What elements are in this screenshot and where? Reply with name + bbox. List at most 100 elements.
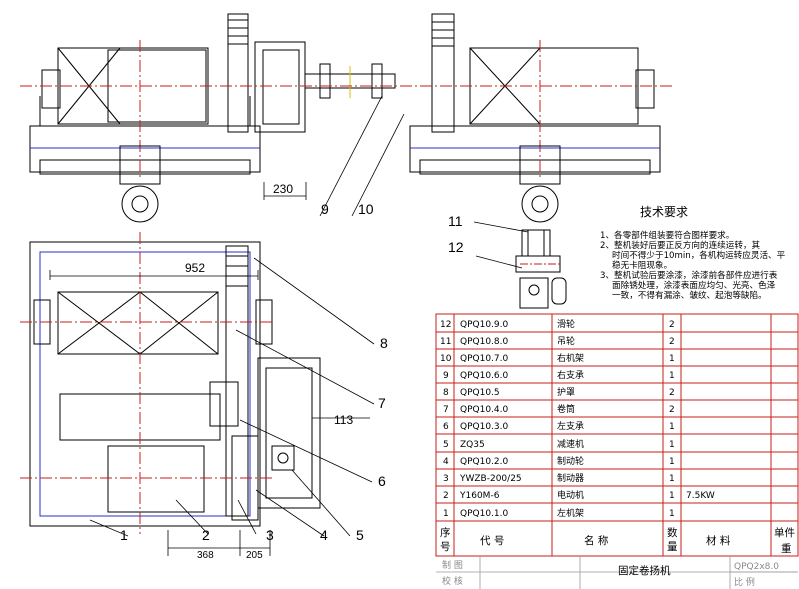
drawing-number: QPQ2x8.0 [734,562,779,572]
drawing-title: 固定卷扬机 [618,564,671,577]
technical-requirements: 技术要求 1、各零部件组装要符合图样要求。 2、整机装好后要正反方向的连续运转，… [600,205,786,301]
dimension-230: 230 [273,182,293,196]
svg-text:6: 6 [443,422,449,432]
svg-text:5: 5 [443,440,449,450]
notes-line-1: 1、各零部件组装要符合图样要求。 [600,229,734,241]
svg-text:卷筒: 卷筒 [557,403,575,415]
svg-text:制动轮: 制动轮 [557,455,584,467]
table-row: 7 QPQ10.4.0 卷筒 2 [443,403,675,415]
svg-text:制动器: 制动器 [557,472,584,484]
svg-text:重: 重 [781,542,792,555]
notes-line-7: 一致，不得有漏涂、皱纹、起泡等缺陷。 [612,289,767,301]
svg-text:7.5KW: 7.5KW [686,491,715,501]
checked-by-label: 校 核 [442,575,463,587]
svg-text:4: 4 [443,457,449,467]
svg-text:序: 序 [440,526,451,539]
svg-text:QPQ10.3.0: QPQ10.3.0 [460,422,508,432]
callout-9: 9 [321,201,329,217]
svg-text:左支承: 左支承 [557,420,584,432]
svg-text:吊轮: 吊轮 [557,335,575,347]
callout-6: 6 [378,473,386,489]
svg-text:QPQ10.8.0: QPQ10.8.0 [460,337,508,347]
svg-text:右机架: 右机架 [557,352,584,364]
svg-text:1: 1 [443,509,449,519]
front-elevation-view [20,13,672,223]
svg-text:7: 7 [443,405,449,415]
table-row: 6 QPQ10.3.0 左支承 1 [443,420,675,432]
svg-text:右支承: 右支承 [557,369,584,381]
notes-line-2: 2、整机装好后要正反方向的连续运转，其 [600,239,761,251]
table-row: 12 QPQ10.9.0 滑轮 2 [440,318,675,330]
callout-12: 12 [448,239,464,255]
svg-text:1: 1 [669,509,675,519]
svg-text:QPQ10.1.0: QPQ10.1.0 [460,509,508,519]
callout-10: 10 [358,201,374,217]
svg-text:2: 2 [669,405,675,415]
callout-4: 4 [320,527,328,543]
svg-text:QPQ10.6.0: QPQ10.6.0 [460,371,508,381]
notes-line-6: 面除锈处理，涂漆表面应均匀、光亮、色泽 [612,279,776,291]
svg-text:1: 1 [669,491,675,501]
svg-text:QPQ10.5: QPQ10.5 [460,388,500,398]
bom-rows: 12 QPQ10.9.0 滑轮 2 11 QPQ10.8.0 吊轮 2 10 Q… [440,318,715,519]
callout-7: 7 [378,395,386,411]
svg-text:11: 11 [440,337,451,347]
callout-11: 11 [448,213,463,229]
notes-title: 技术要求 [640,205,688,219]
svg-text:1: 1 [669,457,675,467]
table-row: 2 Y160M-6 电动机 1 7.5KW [443,489,715,501]
notes-line-4: 稳无卡阻现象。 [612,259,672,271]
bom-header: 序 号 代 号 名 称 数 量 材 料 单件 重 [440,526,795,555]
svg-text:QPQ10.4.0: QPQ10.4.0 [460,405,508,415]
table-row: 1 QPQ10.1.0 左机架 1 [443,507,675,519]
drawn-by-label: 制 图 [442,559,463,571]
svg-text:数: 数 [667,526,678,539]
table-row: 5 ZQ35 减速机 1 [443,438,675,450]
svg-text:量: 量 [667,541,678,553]
svg-text:单件: 单件 [774,527,795,539]
svg-text:2: 2 [669,388,675,398]
svg-text:Y160M-6: Y160M-6 [459,491,500,501]
callout-3: 3 [266,527,274,543]
table-row: 9 QPQ10.6.0 右支承 1 [443,369,675,381]
svg-text:8: 8 [443,388,449,398]
scale-label: 比 例 [734,576,755,588]
svg-text:YWZB-200/25: YWZB-200/25 [459,474,522,484]
svg-text:12: 12 [440,320,451,330]
pulley-detail-view [515,229,567,309]
callout-8: 8 [380,335,388,351]
dimension-368: 368 [197,550,214,561]
dimension-lines [49,182,370,556]
dimension-952: 952 [185,261,205,275]
notes-line-5: 3、整机试验后要涂漆，涂漆前各部件应进行表 [600,269,778,281]
svg-text:QPQ10.7.0: QPQ10.7.0 [460,354,508,364]
svg-text:名 称: 名 称 [584,534,609,547]
svg-text:QPQ10.2.0: QPQ10.2.0 [460,457,508,467]
plan-view [20,232,321,534]
bom-table [435,313,799,557]
table-row: 8 QPQ10.5 护罩 2 [443,386,675,398]
dimension-113: 113 [334,413,353,427]
title-block [436,556,798,589]
callout-leaders [89,95,529,537]
svg-text:左机架: 左机架 [557,507,584,519]
svg-text:1: 1 [669,371,675,381]
callout-1: 1 [120,527,128,543]
svg-text:1: 1 [669,354,675,364]
svg-text:滑轮: 滑轮 [557,318,575,330]
svg-text:1: 1 [669,422,675,432]
svg-text:2: 2 [669,320,675,330]
dimension-205: 205 [246,550,263,561]
svg-text:3: 3 [443,474,449,484]
svg-text:10: 10 [440,354,452,364]
svg-text:号: 号 [440,541,451,553]
svg-text:QPQ10.9.0: QPQ10.9.0 [460,320,508,330]
svg-text:1: 1 [669,474,675,484]
svg-text:电动机: 电动机 [557,489,584,501]
table-row: 11 QPQ10.8.0 吊轮 2 [440,335,675,347]
svg-text:材 料: 材 料 [706,534,731,547]
svg-text:ZQ35: ZQ35 [460,440,485,450]
svg-text:2: 2 [669,337,675,347]
svg-text:2: 2 [443,491,449,501]
